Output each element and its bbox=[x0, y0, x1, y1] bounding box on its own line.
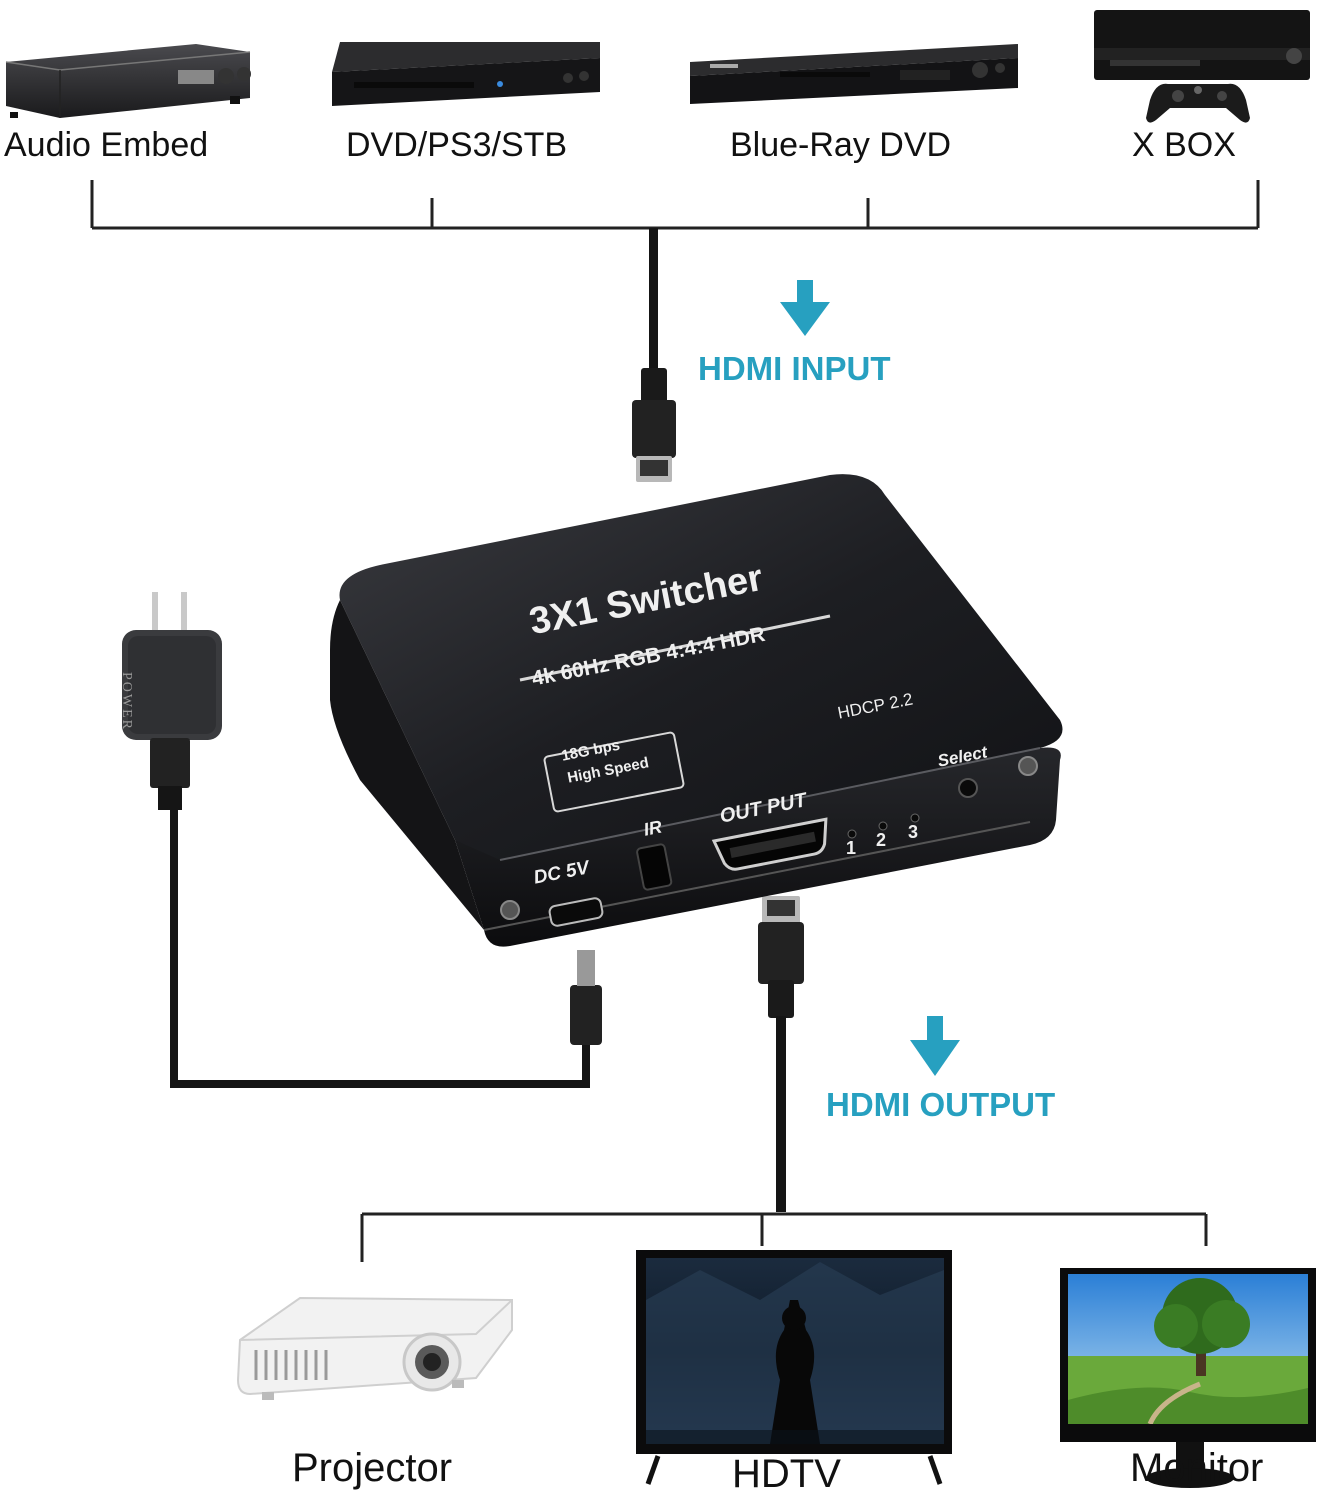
power-adapter-icon bbox=[122, 592, 602, 1088]
power-adapter-label: POWER bbox=[119, 672, 134, 731]
hdmi-switcher bbox=[330, 474, 1063, 947]
monitor-icon bbox=[1060, 1268, 1316, 1488]
projector-icon bbox=[236, 1296, 513, 1400]
input-bracket bbox=[90, 180, 1260, 230]
input-label-xbox: X BOX bbox=[1132, 126, 1236, 164]
input-label-bluray: Blue-Ray DVD bbox=[730, 126, 952, 164]
av-receiver-icon bbox=[5, 44, 251, 118]
output-label-projector: Projector bbox=[292, 1446, 453, 1490]
hdmi-output-label: HDMI OUTPUT bbox=[826, 1086, 1056, 1123]
bluray-player-icon bbox=[690, 44, 1018, 104]
dvd-player-icon bbox=[332, 42, 600, 106]
output-bracket bbox=[360, 1212, 1208, 1262]
input-label-dvd: DVD/PS3/STB bbox=[346, 126, 568, 164]
input-arrow-icon bbox=[780, 280, 830, 336]
input-hdmi-cable bbox=[632, 228, 676, 482]
hdmi-input-label: HDMI INPUT bbox=[698, 350, 891, 387]
led-label-2: 2 bbox=[876, 830, 887, 850]
output-arrow-icon bbox=[910, 1016, 960, 1076]
output-label-hdtv: HDTV bbox=[732, 1452, 841, 1496]
ir-label: IR bbox=[642, 816, 664, 840]
led-label-1: 1 bbox=[846, 838, 857, 858]
led-label-3: 3 bbox=[908, 822, 919, 842]
input-label-audio-embed: Audio Embed bbox=[4, 126, 209, 164]
hdtv-icon bbox=[636, 1250, 952, 1485]
xbox-console-icon bbox=[1094, 10, 1310, 123]
output-hdmi-cable bbox=[758, 896, 804, 1212]
output-label-monitor: Monitor bbox=[1130, 1446, 1264, 1490]
